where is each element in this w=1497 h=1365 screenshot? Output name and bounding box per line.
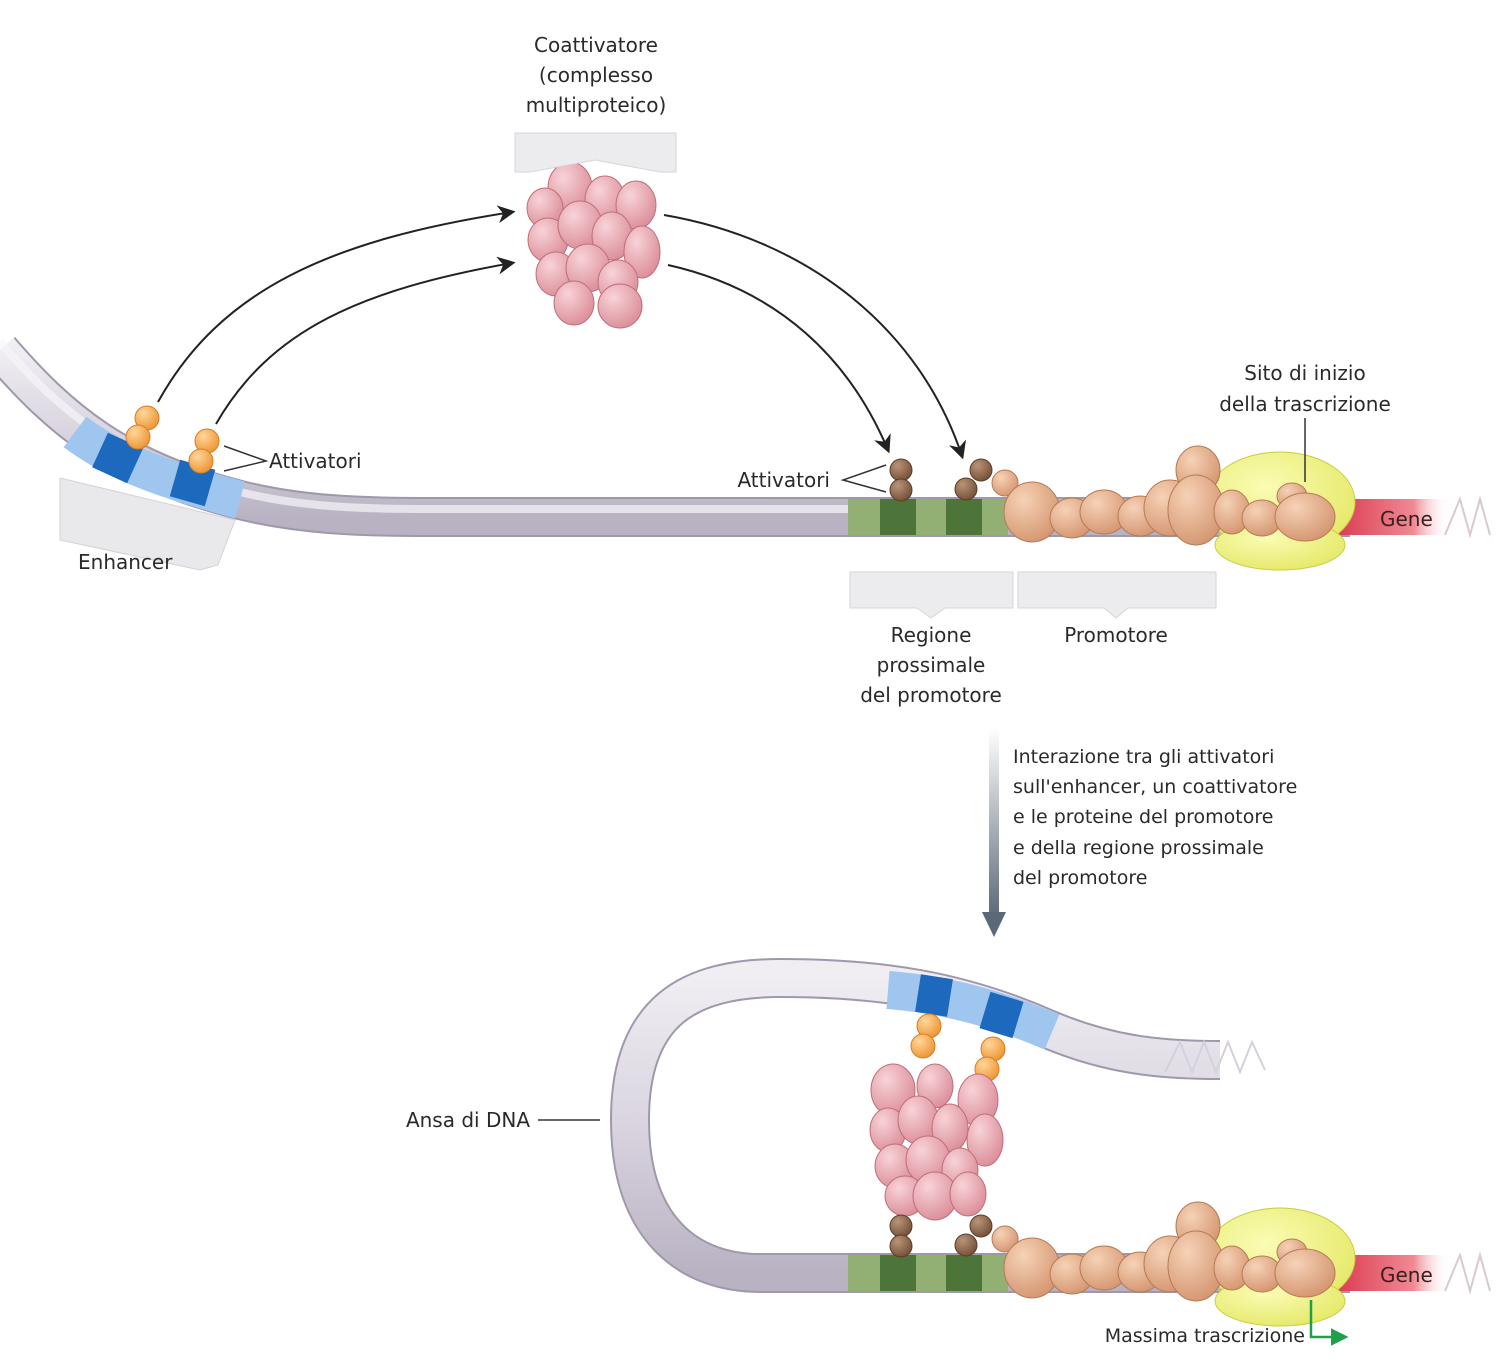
- coactivator-label-1: Coattivatore: [534, 33, 658, 57]
- proximal-label-3: del promotore: [860, 683, 1002, 707]
- enhancer-region: [63, 416, 245, 519]
- start-site-label-1: Sito di inizio: [1244, 361, 1365, 385]
- coactivator-complex-bottom: [869, 1063, 1004, 1221]
- proximal-activators-bottom: [889, 1214, 993, 1258]
- caption-line-1: Interazione tra gli attivatori: [1013, 746, 1274, 768]
- start-site-label-2: della trascrizione: [1219, 392, 1391, 416]
- coactivator-callout: [514, 132, 677, 173]
- activators-label-right: Attivatori: [737, 468, 830, 492]
- transition-arrow-head: [982, 912, 1006, 937]
- top-panel: Coattivatore (complesso multiproteico) A…: [0, 33, 1491, 707]
- caption-line-5: del promotore: [1013, 867, 1147, 889]
- transcription-start-arrow: [1309, 1300, 1349, 1346]
- coactivator-complex: [526, 161, 661, 329]
- promoter-protein-complex: [991, 445, 1336, 546]
- proximal-callout: [849, 571, 1014, 619]
- promoter-protein-complex-bottom: [991, 1201, 1336, 1302]
- enhancer-label: Enhancer: [78, 550, 173, 574]
- gene-label-bottom: Gene: [1380, 1263, 1433, 1287]
- coactivator-label-3: multiproteico): [526, 93, 667, 117]
- proximal-activators: [889, 458, 993, 502]
- proximal-label-2: prossimale: [877, 653, 986, 677]
- max-transcription-label: Massima trascrizione: [1105, 1325, 1305, 1347]
- transition: Interazione tra gli attivatori sull'enha…: [982, 728, 1297, 937]
- enhancer-activators: [125, 405, 220, 474]
- caption-line-3: e le proteine del promotore: [1013, 806, 1273, 828]
- loop-label: Ansa di DNA: [406, 1108, 530, 1132]
- coactivator-label-2: (complesso: [539, 63, 653, 87]
- proximal-promoter-region-bottom: [848, 1255, 1008, 1291]
- interaction-arrows: [157, 205, 966, 460]
- gene-label-top: Gene: [1380, 507, 1433, 531]
- enhancer-callout: [59, 477, 236, 571]
- proximal-label-1: Regione: [891, 623, 972, 647]
- bottom-panel: Ansa di DNA Gene Massima trascrizione: [406, 957, 1491, 1347]
- promoter-label: Promotore: [1064, 623, 1168, 647]
- caption-line-2: sull'enhancer, un coattivatore: [1013, 776, 1297, 798]
- promoter-callout: [1017, 571, 1217, 619]
- enhancer-region-bottom: [886, 971, 1060, 1050]
- caption-line-4: e della regione prossimale: [1013, 837, 1264, 859]
- transition-arrow-shaft: [989, 728, 999, 918]
- activator-leaders: [223, 445, 887, 493]
- proximal-promoter-region: [848, 499, 1008, 535]
- activators-label-left: Attivatori: [269, 449, 362, 473]
